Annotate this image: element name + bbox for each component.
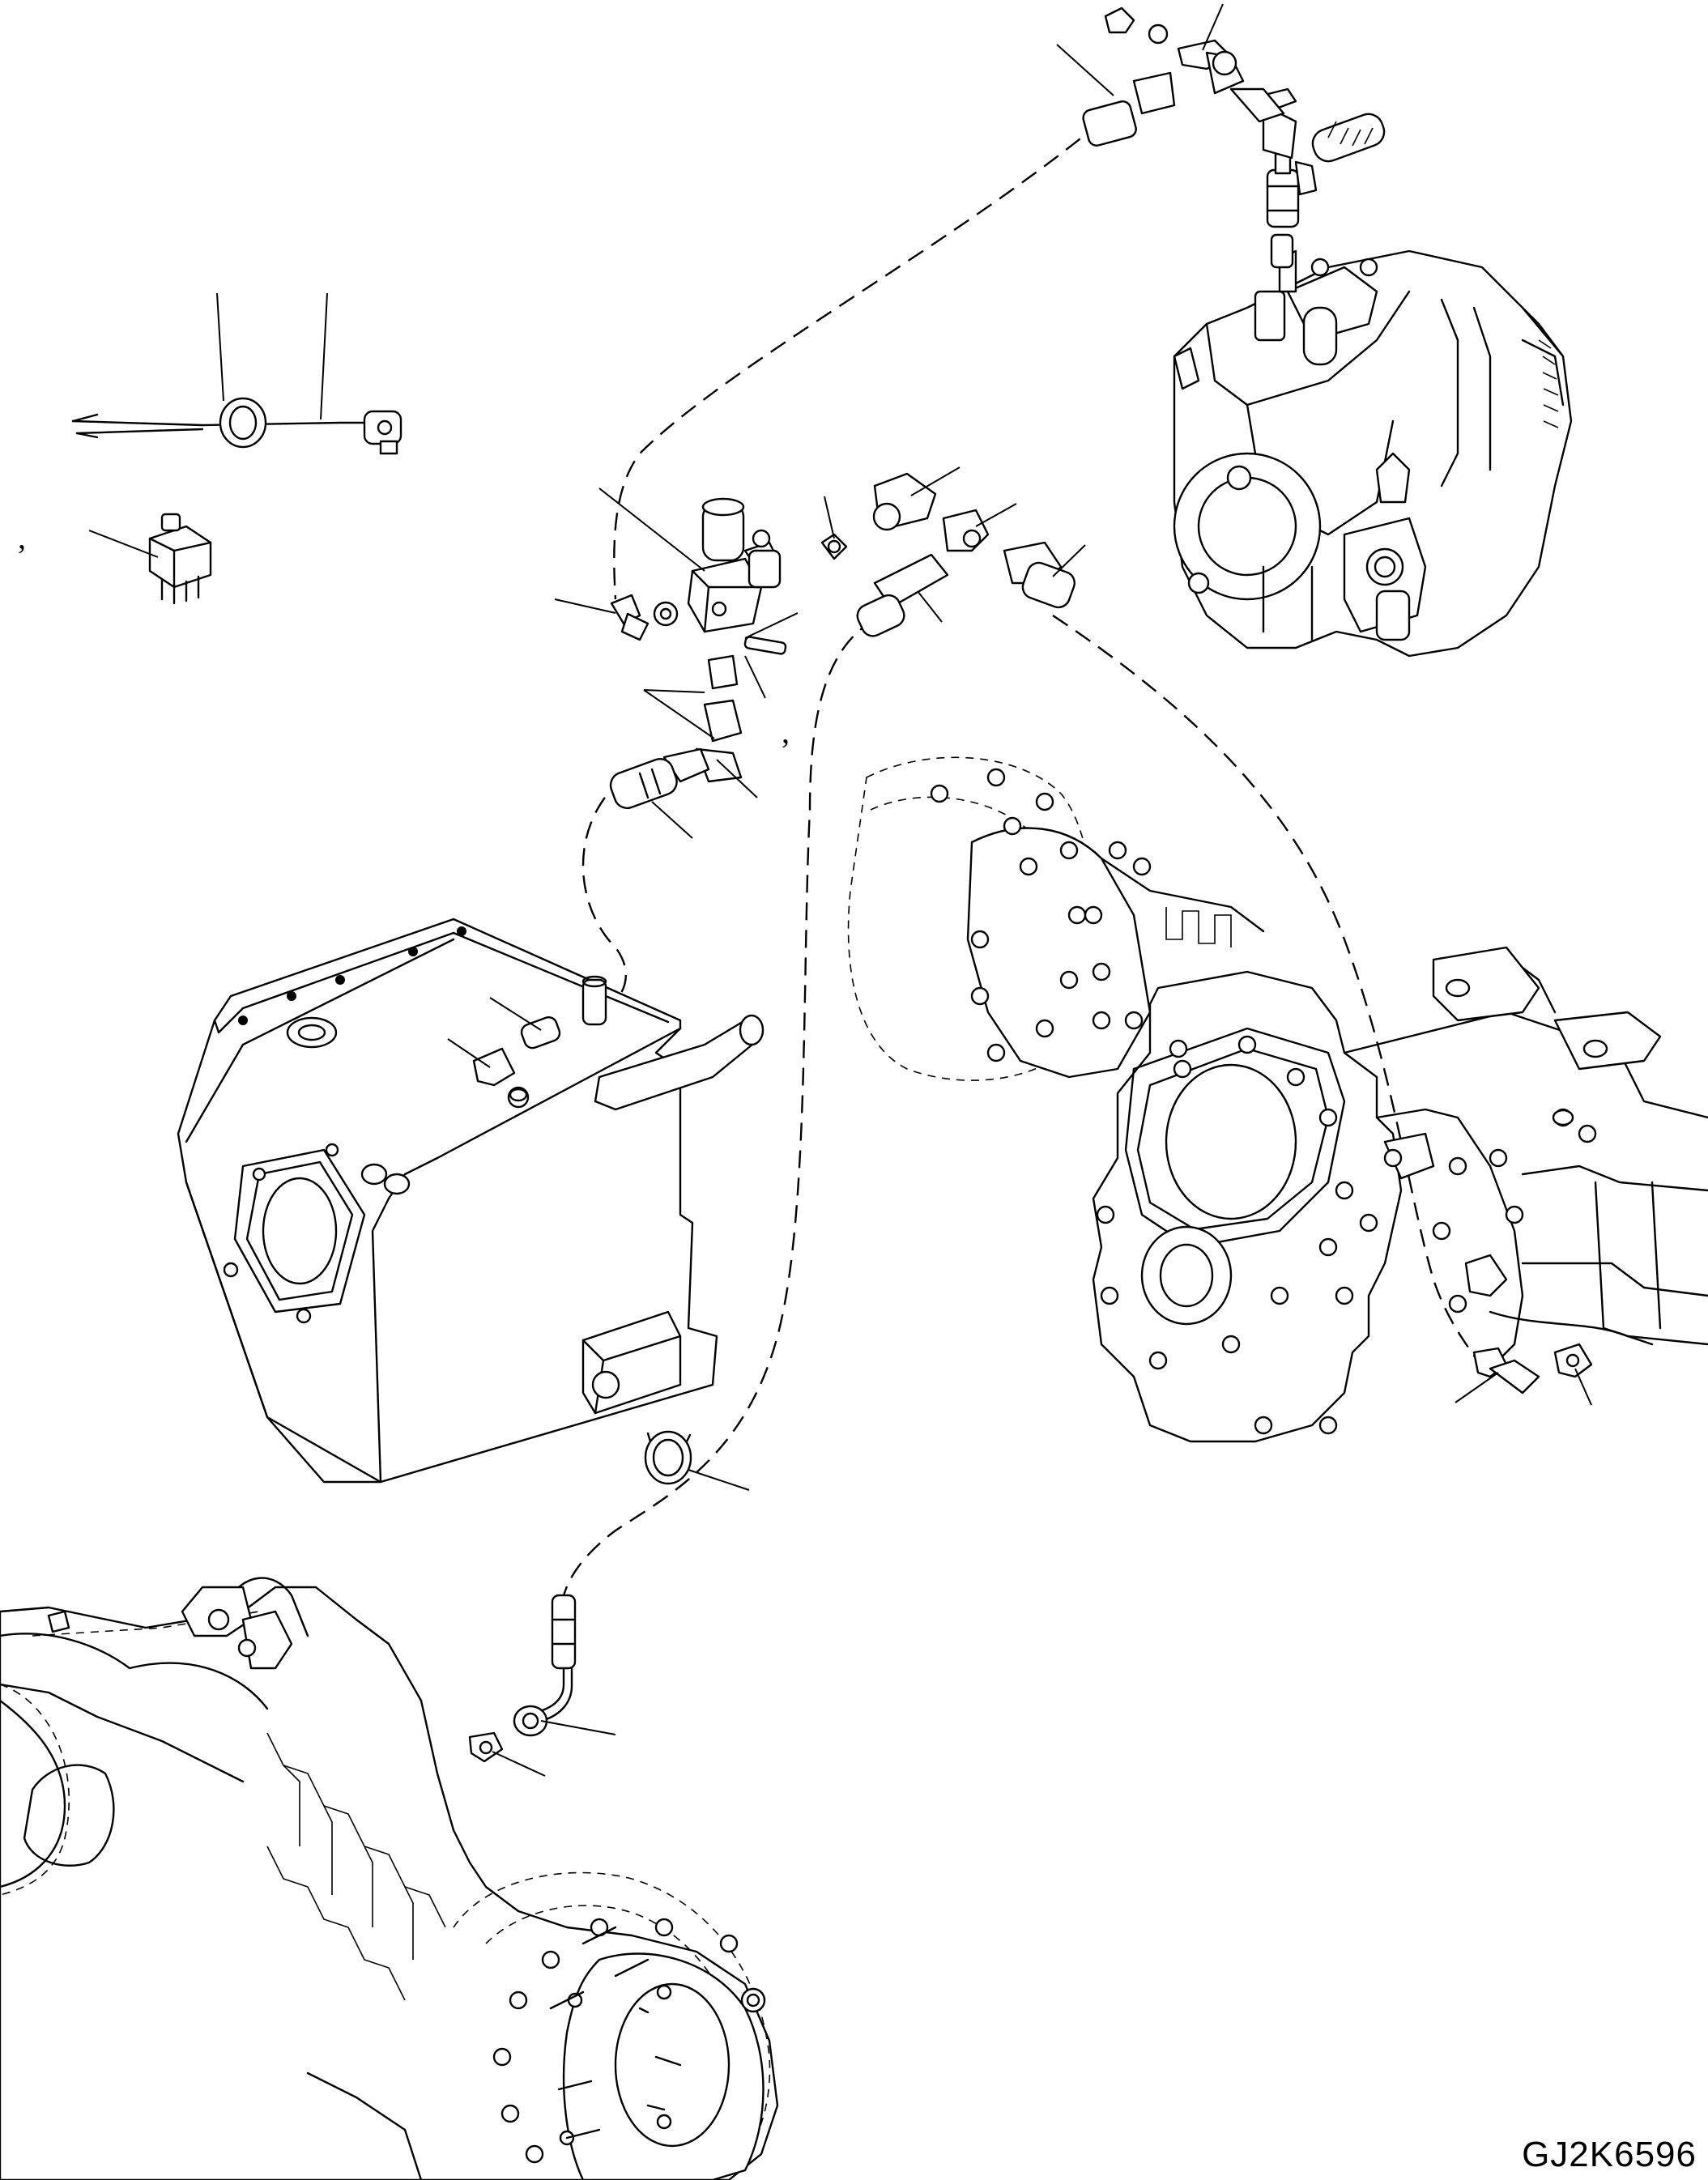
rear-axle [0,1577,779,2180]
hose-routes [561,121,1484,1600]
wire-harness [71,397,403,455]
pump-fittings [1082,6,1386,269]
hose-clamp [644,1430,692,1485]
hydraulic-pump [1173,249,1573,658]
axle-fittings [1472,1343,1593,1394]
drawing-code: GJ2K6596 [1522,2135,1697,2174]
relay [148,513,212,605]
separator-mark: , [18,519,26,556]
front-axle [847,756,1708,1443]
solenoid-valve [687,497,782,633]
rear-hose-fittings [468,1594,577,1763]
hydraulic-tank [177,918,765,1484]
leader-lines [88,3,1592,1777]
valve-fittings [609,472,1075,810]
separator-mark: , [782,713,790,750]
